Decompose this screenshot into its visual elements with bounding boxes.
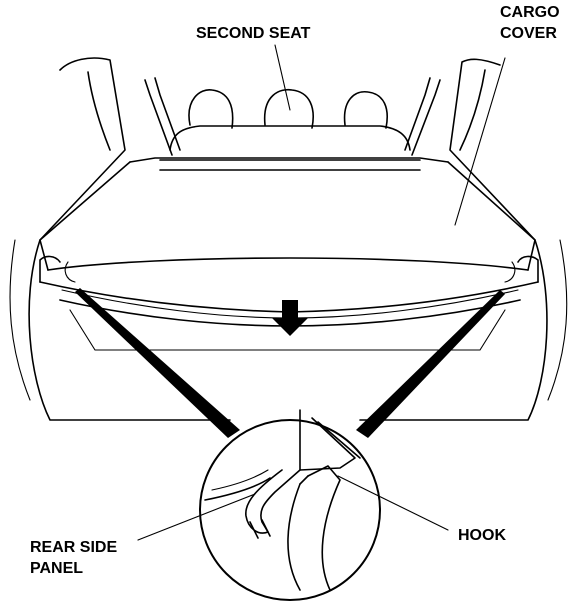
- second-seat: [159, 88, 421, 161]
- cargo-cover-label-line1: CARGO: [500, 4, 560, 21]
- leader-lines: [137, 44, 506, 541]
- hook-detail-circle: [199, 409, 381, 601]
- seat-belts: [144, 77, 441, 156]
- cargo-cover-panel: [39, 157, 539, 327]
- detail-callout-wedges: [75, 288, 505, 438]
- rear-side-panel-label-line2: PANEL: [30, 560, 84, 577]
- cargo-cover-label-line2: COVER: [500, 25, 557, 42]
- hook-leader: [337, 475, 449, 531]
- rear-side-panel-label-line1: REAR SIDE: [30, 539, 118, 556]
- second-seat-label: SECOND SEAT: [196, 25, 311, 42]
- rear-side-panel-leader: [137, 493, 256, 541]
- hook-label: HOOK: [458, 527, 506, 544]
- down-arrow-icon: [272, 300, 308, 336]
- cargo-cover-leader: [454, 57, 506, 226]
- second-seat-leader: [274, 44, 291, 111]
- vehicle-body-outline: [9, 57, 568, 421]
